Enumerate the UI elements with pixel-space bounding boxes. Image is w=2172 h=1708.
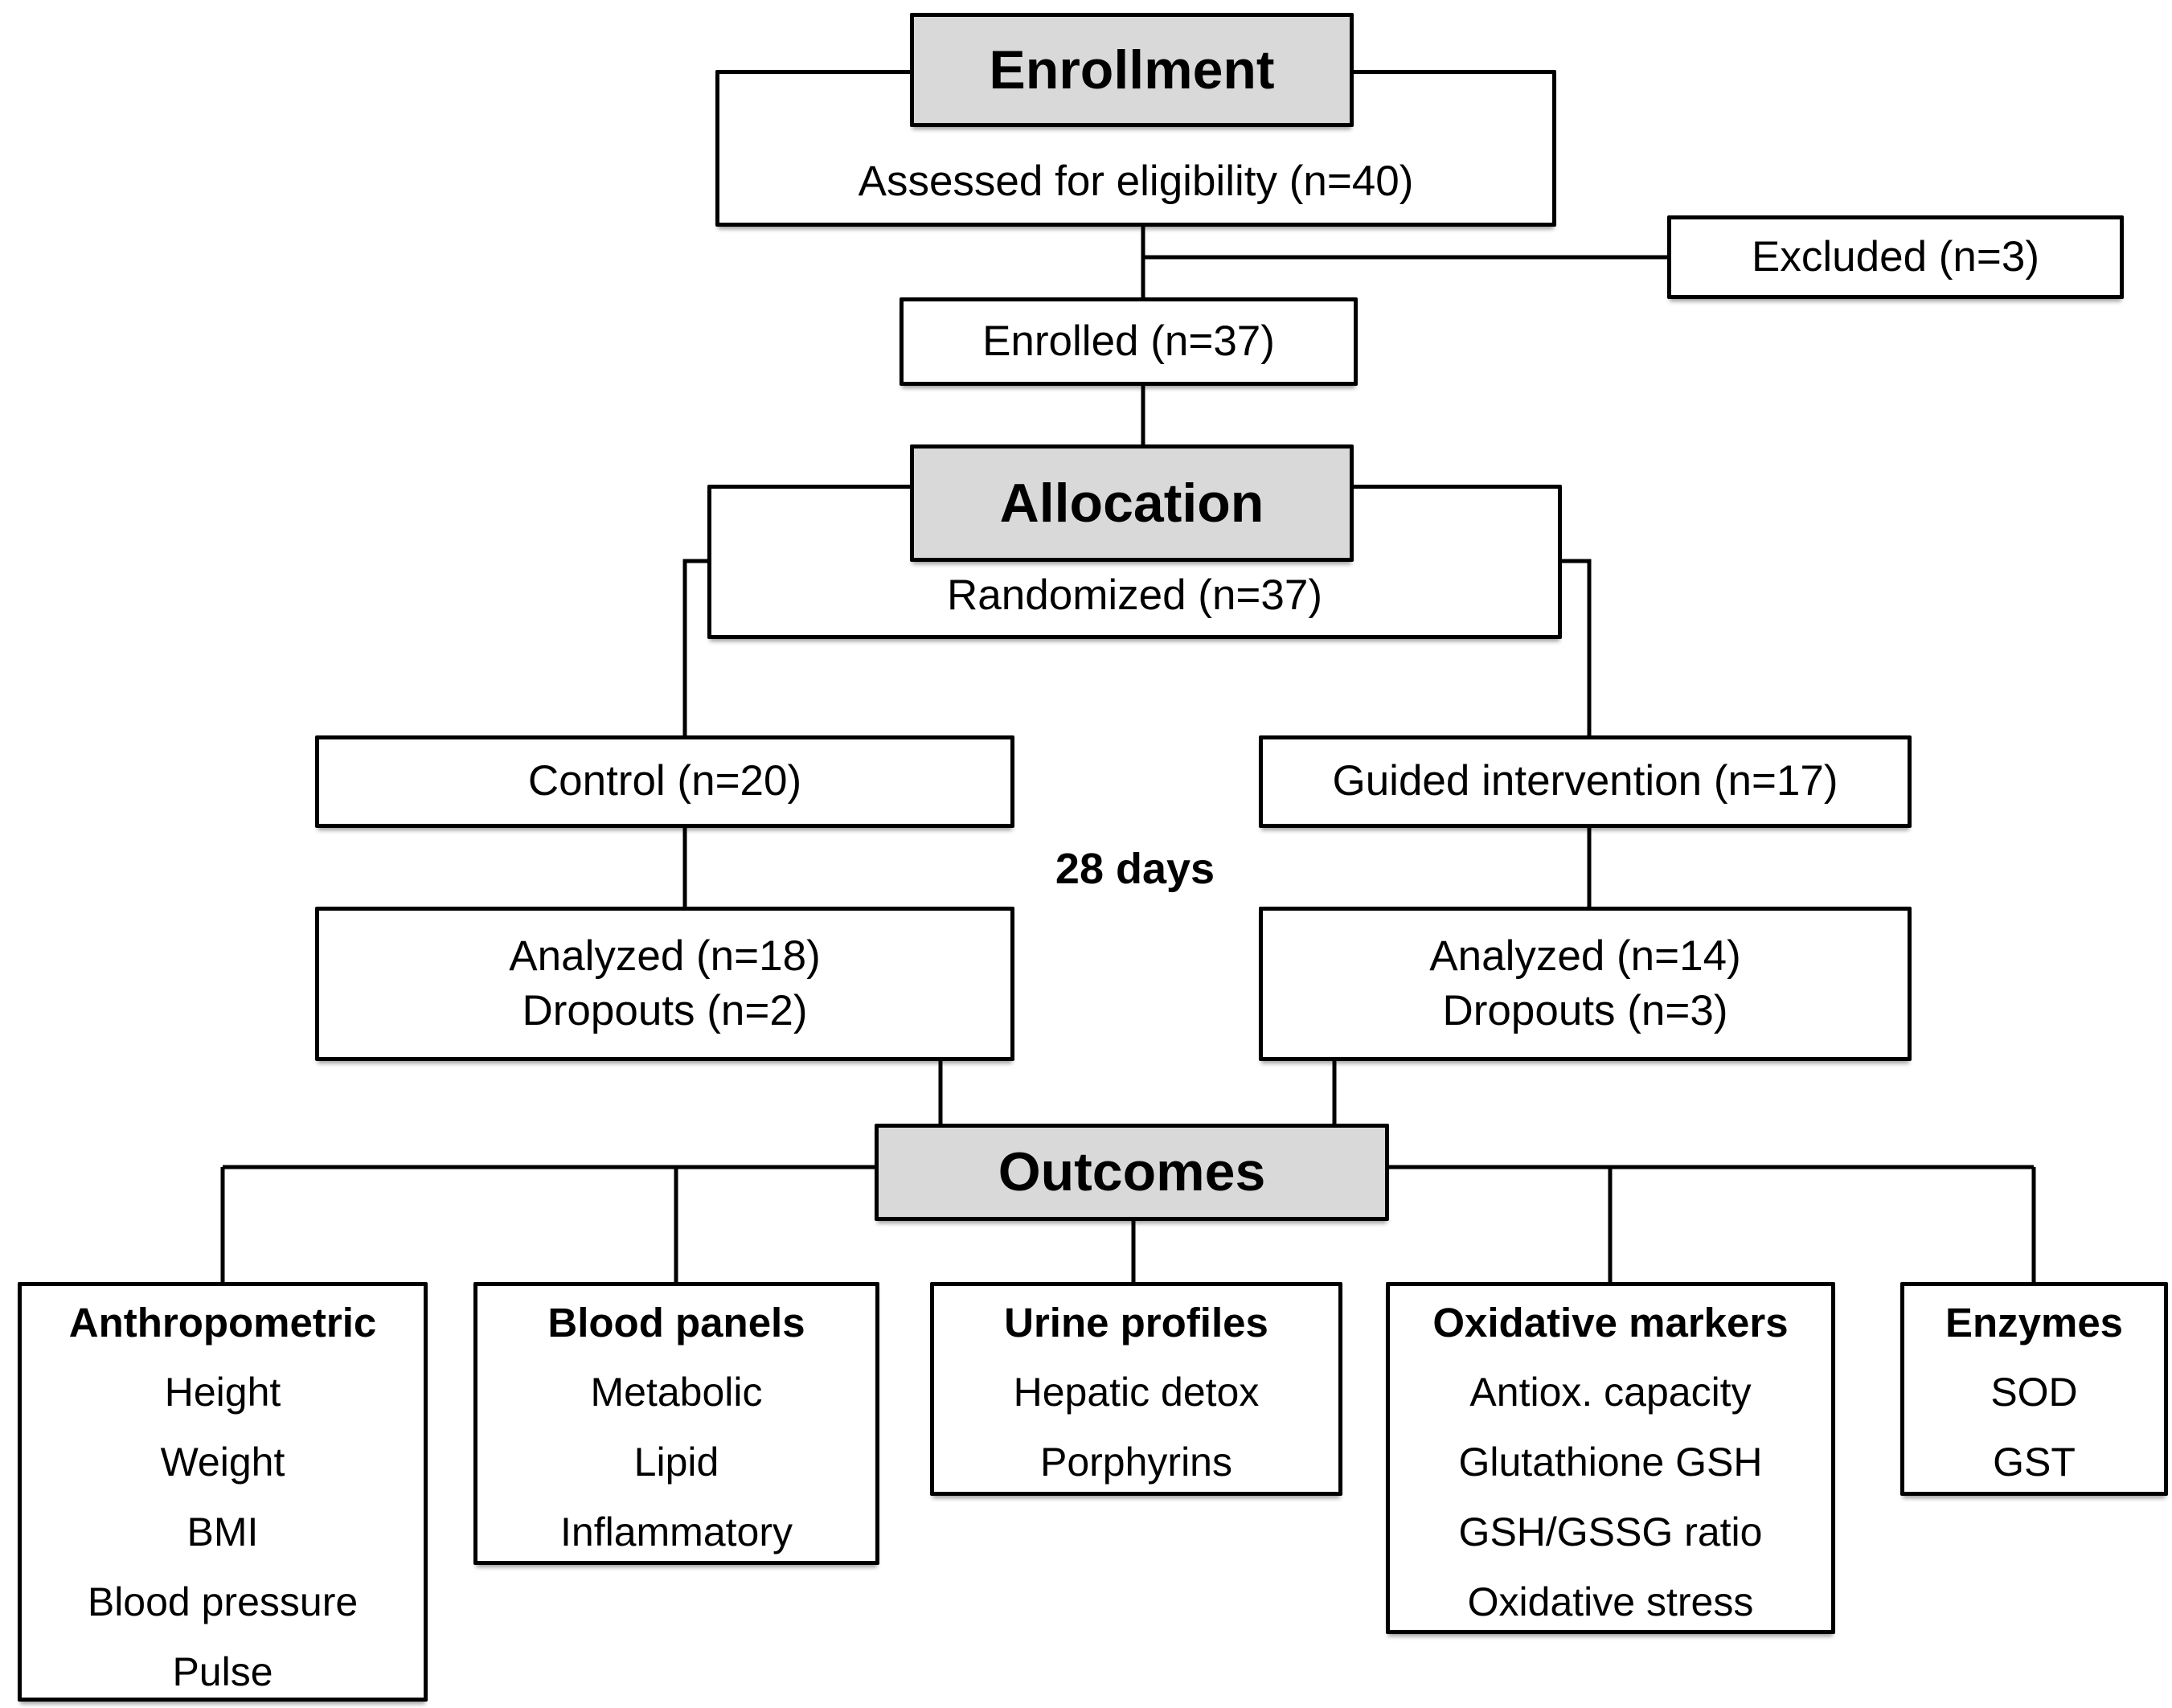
assessed-label: Assessed for eligibility (n=40): [858, 157, 1414, 205]
blood-panels-box: Blood panels Metabolic Lipid Inflammator…: [473, 1282, 879, 1565]
analyzed-guided-box: Analyzed (n=14) Dropouts (n=3): [1259, 907, 1912, 1061]
control-arm-label: Control (n=20): [527, 757, 802, 805]
enrolled-box: Enrolled (n=37): [900, 297, 1358, 386]
outcome-item: Porphyrins: [1040, 1440, 1232, 1485]
control-arm-box: Control (n=20): [315, 735, 1014, 828]
enzymes-box: Enzymes SOD GST: [1900, 1282, 2168, 1496]
enrollment-header: Enrollment: [910, 13, 1354, 127]
urine-profiles-box: Urine profiles Hepatic detox Porphyrins: [930, 1282, 1342, 1496]
analyzed-control-box: Analyzed (n=18) Dropouts (n=2): [315, 907, 1014, 1061]
anthropometric-title: Anthropometric: [68, 1300, 377, 1346]
dropouts-guided-line: Dropouts (n=3): [1442, 987, 1728, 1034]
assessed-box: Assessed for eligibility (n=40): [715, 70, 1556, 227]
anthropometric-box: Anthropometric Height Weight BMI Blood p…: [18, 1282, 428, 1702]
outcome-item: Oxidative stress: [1467, 1579, 1754, 1624]
outcome-item: Lipid: [633, 1440, 719, 1485]
allocation-header-label: Allocation: [999, 472, 1264, 534]
outcome-item: Blood pressure: [87, 1579, 359, 1624]
outcome-item: GST: [1993, 1440, 2076, 1485]
analyzed-control-line: Analyzed (n=18): [509, 932, 821, 980]
outcome-item: GSH/GSSG ratio: [1458, 1509, 1763, 1554]
guided-arm-box: Guided intervention (n=17): [1259, 735, 1912, 828]
outcome-item: Metabolic: [590, 1370, 763, 1415]
excluded-label: Excluded (n=3): [1752, 232, 2039, 281]
oxidative-markers-box: Oxidative markers Antiox. capacity Gluta…: [1386, 1282, 1835, 1634]
outcome-item: Hepatic detox: [1013, 1370, 1260, 1415]
randomized-label: Randomized (n=37): [947, 571, 1322, 619]
analyzed-guided-line: Analyzed (n=14): [1429, 932, 1741, 980]
outcome-item: Weight: [160, 1440, 285, 1485]
excluded-box: Excluded (n=3): [1667, 215, 2124, 299]
guided-arm-label: Guided intervention (n=17): [1332, 757, 1838, 805]
outcome-item: Pulse: [172, 1649, 273, 1694]
dropouts-control-line: Dropouts (n=2): [522, 987, 808, 1034]
duration-label: 28 days: [1055, 845, 1215, 893]
enrolled-label: Enrolled (n=37): [982, 317, 1275, 365]
outcome-item: SOD: [1990, 1370, 2078, 1415]
urine-profiles-title: Urine profiles: [1004, 1300, 1268, 1346]
outcomes-header: Outcomes: [875, 1124, 1389, 1221]
outcome-item: Inflammatory: [560, 1509, 793, 1554]
outcome-item: Antiox. capacity: [1469, 1370, 1752, 1415]
blood-panels-title: Blood panels: [547, 1300, 805, 1346]
outcomes-header-label: Outcomes: [998, 1141, 1266, 1202]
enrollment-header-label: Enrollment: [989, 39, 1275, 100]
outcome-item: BMI: [186, 1509, 259, 1554]
outcome-item: Height: [164, 1370, 281, 1415]
outcome-item: Glutathione GSH: [1458, 1440, 1763, 1485]
allocation-header: Allocation: [910, 444, 1354, 562]
enzymes-title: Enzymes: [1945, 1300, 2124, 1346]
oxidative-markers-title: Oxidative markers: [1432, 1300, 1789, 1346]
